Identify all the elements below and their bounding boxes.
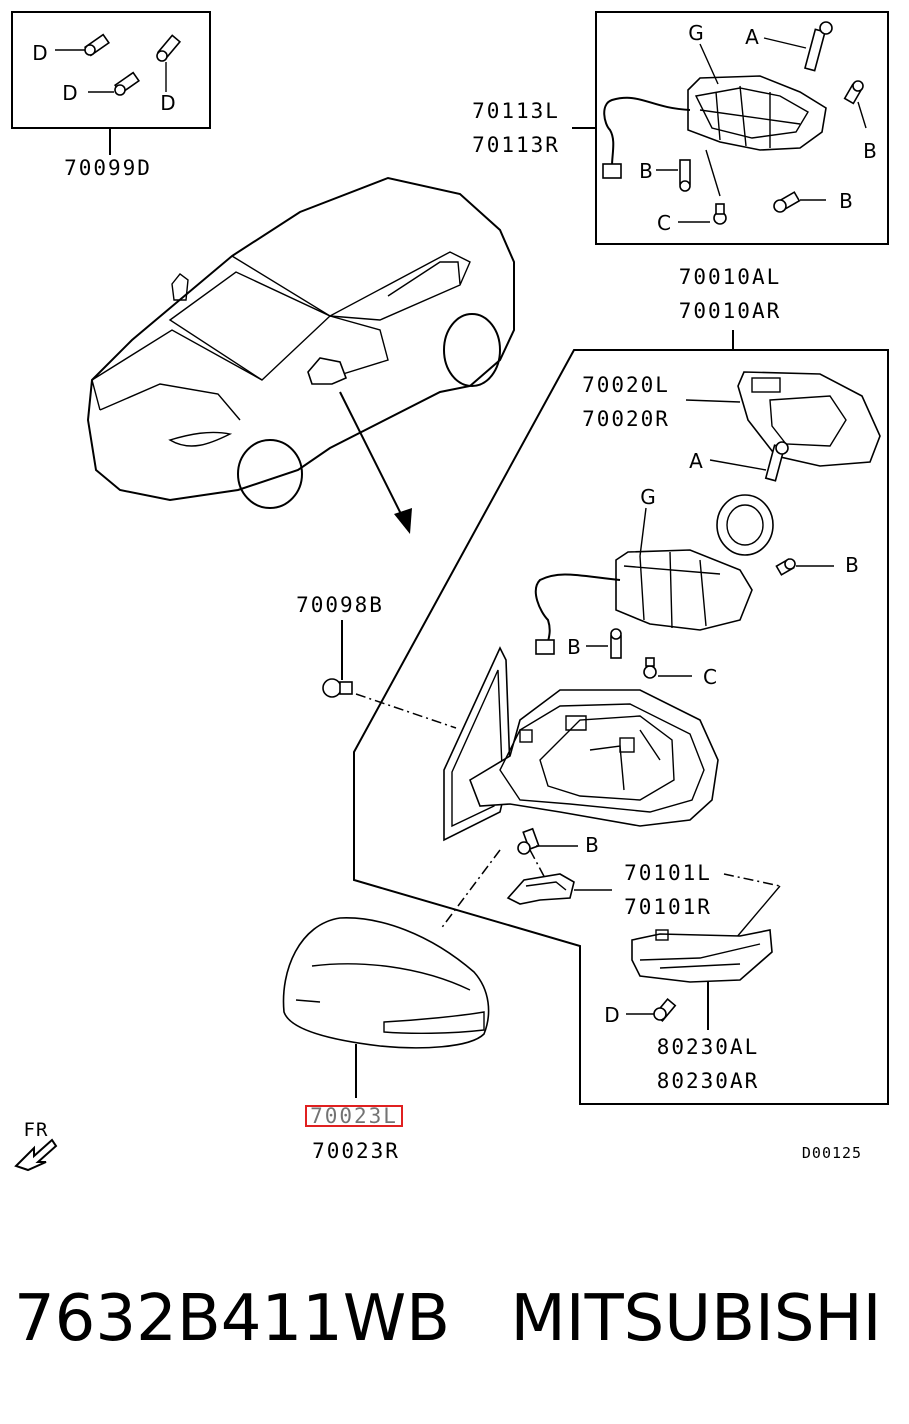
- letter-g: G: [688, 21, 704, 45]
- label-70020L: 70020L: [582, 373, 670, 397]
- label-70099D: 70099D: [64, 156, 152, 180]
- letter-g: G: [640, 485, 656, 509]
- label-70010AL: 70010AL: [679, 265, 782, 289]
- letter-b: B: [839, 189, 853, 213]
- front-arrow-icon: [14, 1138, 58, 1172]
- screw-b-right: [843, 80, 867, 129]
- highlight-box: [305, 1105, 403, 1127]
- actuator-body: [687, 75, 827, 151]
- screw-b-actuator-left: [586, 628, 622, 659]
- connector: [602, 163, 622, 179]
- turn-signal-lamp: D 80230AL 80230AR: [604, 929, 773, 1093]
- screw-d-3: [156, 34, 182, 92]
- vehicle-outline: [86, 176, 515, 509]
- letter-d: D: [62, 81, 77, 105]
- label-70113L: 70113L: [472, 99, 560, 123]
- letter-c: C: [657, 211, 671, 235]
- screw-b-housing: [517, 827, 578, 881]
- actuator-box: 70113L 70113R: [472, 11, 889, 245]
- fr-label: FR: [24, 1119, 49, 1141]
- screw-b-bottom: [773, 191, 826, 213]
- label-70023R: 70023R: [312, 1139, 400, 1163]
- screw-kit-box: 70099D D D D: [11, 11, 211, 180]
- label-70101L: 70101L: [624, 861, 712, 885]
- callout-arrow: [339, 391, 412, 534]
- letter-b: B: [845, 553, 859, 577]
- mirror-glass: 70020L 70020R A: [582, 371, 881, 482]
- front-direction-indicator: FR: [14, 1119, 58, 1172]
- screw-d-1: [55, 33, 110, 57]
- bracket-70101: 70101L 70101R: [506, 861, 781, 939]
- letter-d: D: [32, 41, 47, 65]
- letter-d: D: [160, 91, 175, 115]
- diagram-code: D00125: [802, 1144, 862, 1162]
- screw-c: [678, 203, 727, 225]
- screw-d-lamp: [626, 997, 677, 1023]
- mirror-base-gasket: [443, 646, 511, 842]
- mirror-housing: [443, 646, 719, 842]
- screw-a-glass: [709, 441, 789, 482]
- label-70113R: 70113R: [472, 133, 560, 157]
- label-80230AL: 80230AL: [657, 1035, 760, 1059]
- grommet-70098B: 70098B: [296, 593, 457, 729]
- connector-main: [535, 639, 555, 655]
- part-number: 7632B411WB: [14, 1282, 450, 1356]
- screw-b-actuator-right: [775, 558, 834, 576]
- mirror-assembly-group: 70010AL 70010AR: [353, 265, 889, 1105]
- letter-b: B: [639, 159, 653, 183]
- label-80230AR: 80230AR: [657, 1069, 760, 1093]
- label-70020R: 70020R: [582, 407, 670, 431]
- letter-b: B: [567, 635, 581, 659]
- screw-d-2: [88, 71, 140, 96]
- letter-c: C: [703, 665, 717, 689]
- label-70098B: 70098B: [296, 593, 384, 617]
- label-70101R: 70101R: [624, 895, 712, 919]
- actuator-main: G B B C: [534, 485, 859, 689]
- screw-a-top: [763, 21, 833, 72]
- label-70010AR: 70010AR: [679, 299, 782, 323]
- mirror-on-vehicle: [307, 357, 348, 385]
- label-70023L: 70023L: [310, 1104, 398, 1128]
- letter-a: A: [689, 449, 703, 473]
- letter-a: A: [745, 25, 759, 49]
- letter-b: B: [863, 139, 877, 163]
- letter-b: B: [585, 833, 599, 857]
- mirror-cover: 70023L 70023R: [282, 849, 501, 1163]
- screw-c-actuator: [643, 657, 692, 679]
- screw-b-left: [656, 159, 691, 192]
- letter-d: D: [604, 1003, 619, 1027]
- brand-name: MITSUBISHI: [510, 1282, 881, 1356]
- actuator-motor: [716, 494, 774, 556]
